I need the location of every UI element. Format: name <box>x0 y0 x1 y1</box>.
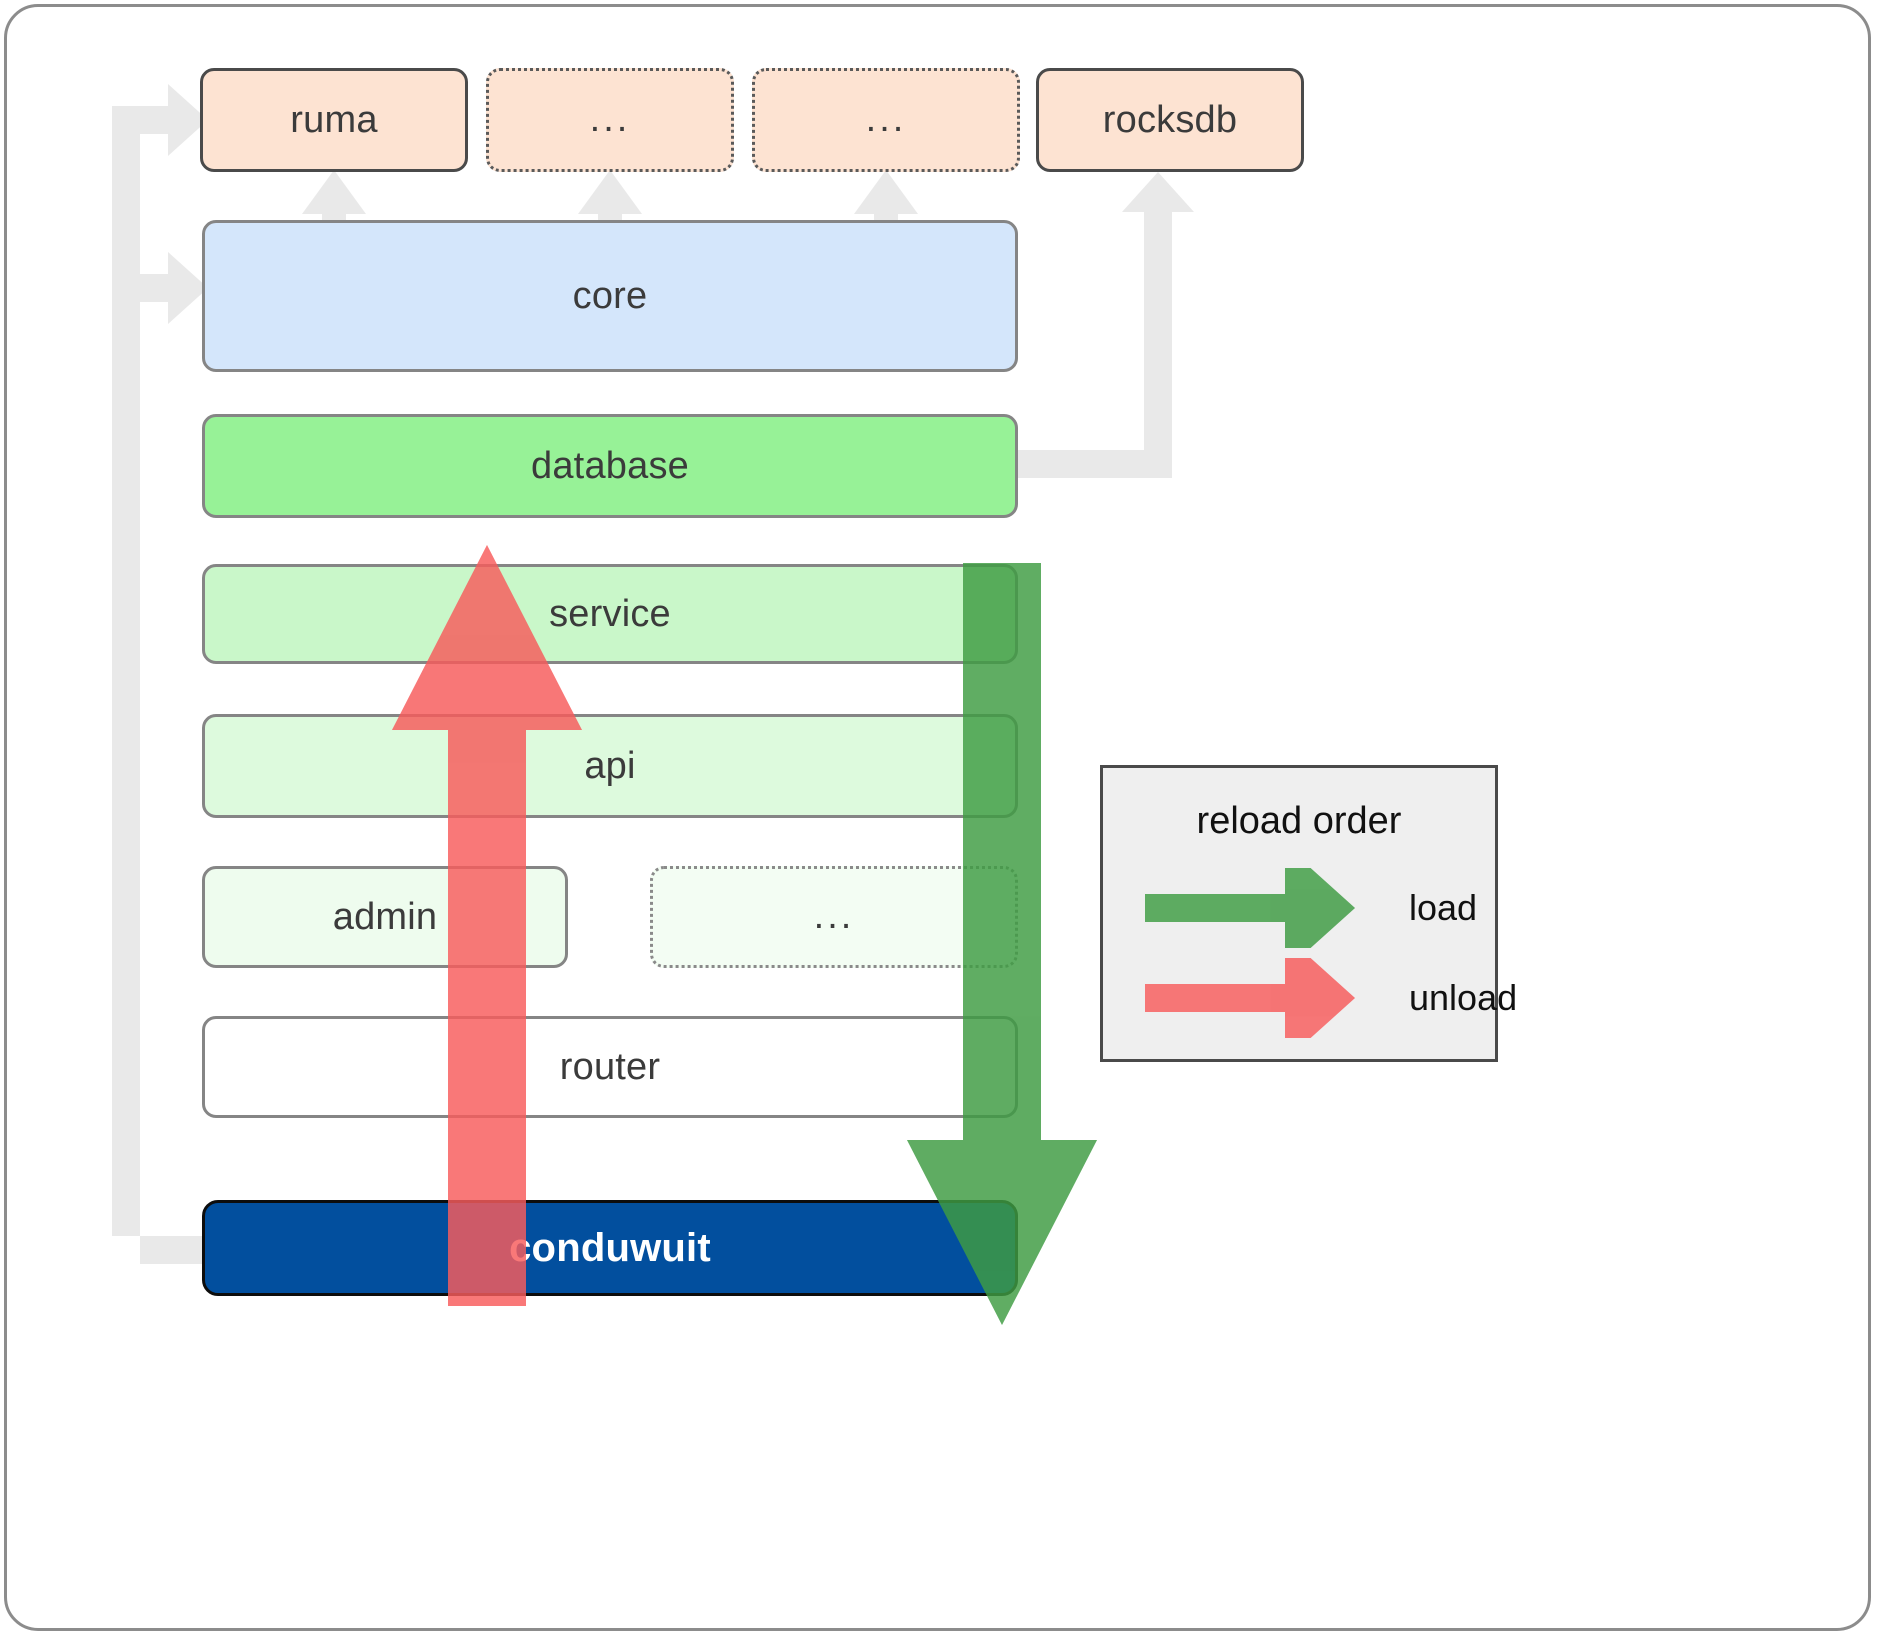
crate-node-service[interactable]: service <box>202 564 1018 664</box>
crate-node-api[interactable]: api <box>202 714 1018 818</box>
legend-label-unload: unload <box>1409 977 1518 1018</box>
crate-label-service: service <box>549 592 671 635</box>
crate-node-router[interactable]: router <box>202 1016 1018 1118</box>
legend-label-load: load <box>1409 887 1478 928</box>
library-label-more-b: ... <box>865 98 907 141</box>
library-label-more-a: ... <box>589 98 631 141</box>
library-label-rocksdb: rocksdb <box>1102 98 1238 141</box>
crate-label-api: api <box>584 744 636 787</box>
legend-panel: reload order load <box>1100 765 1517 1062</box>
library-label-ruma: ruma <box>290 98 378 141</box>
binary-label-conduwuit: conduwuit <box>509 1225 711 1270</box>
legend-row-unload: unload <box>1103 935 1517 1061</box>
legend-unload-arrow-wrap <box>1137 935 1369 1061</box>
legend-title: reload order <box>1196 800 1402 842</box>
library-node-rocksdb[interactable]: rocksdb <box>1036 68 1304 172</box>
crate-node-admin[interactable]: admin <box>202 866 568 968</box>
unload-arrow-icon <box>1145 935 1355 1061</box>
crate-label-more: ... <box>813 895 855 938</box>
crate-label-database: database <box>531 444 689 487</box>
legend-load-arrow-wrap <box>1137 845 1369 971</box>
crate-node-more[interactable]: ... <box>650 866 1018 968</box>
legend-row-load: load <box>1103 845 1495 971</box>
load-arrow-icon <box>1145 845 1355 971</box>
crate-label-core: core <box>572 274 648 317</box>
crate-label-admin: admin <box>332 895 438 938</box>
crate-node-database[interactable]: database <box>202 414 1018 518</box>
library-node-more-b[interactable]: ... <box>752 68 1020 172</box>
crate-node-core[interactable]: core <box>202 220 1018 372</box>
library-node-ruma[interactable]: ruma <box>200 68 468 172</box>
binary-node-conduwuit[interactable]: conduwuit <box>202 1200 1018 1296</box>
library-node-more-a[interactable]: ... <box>486 68 734 172</box>
crate-label-router: router <box>559 1045 661 1088</box>
